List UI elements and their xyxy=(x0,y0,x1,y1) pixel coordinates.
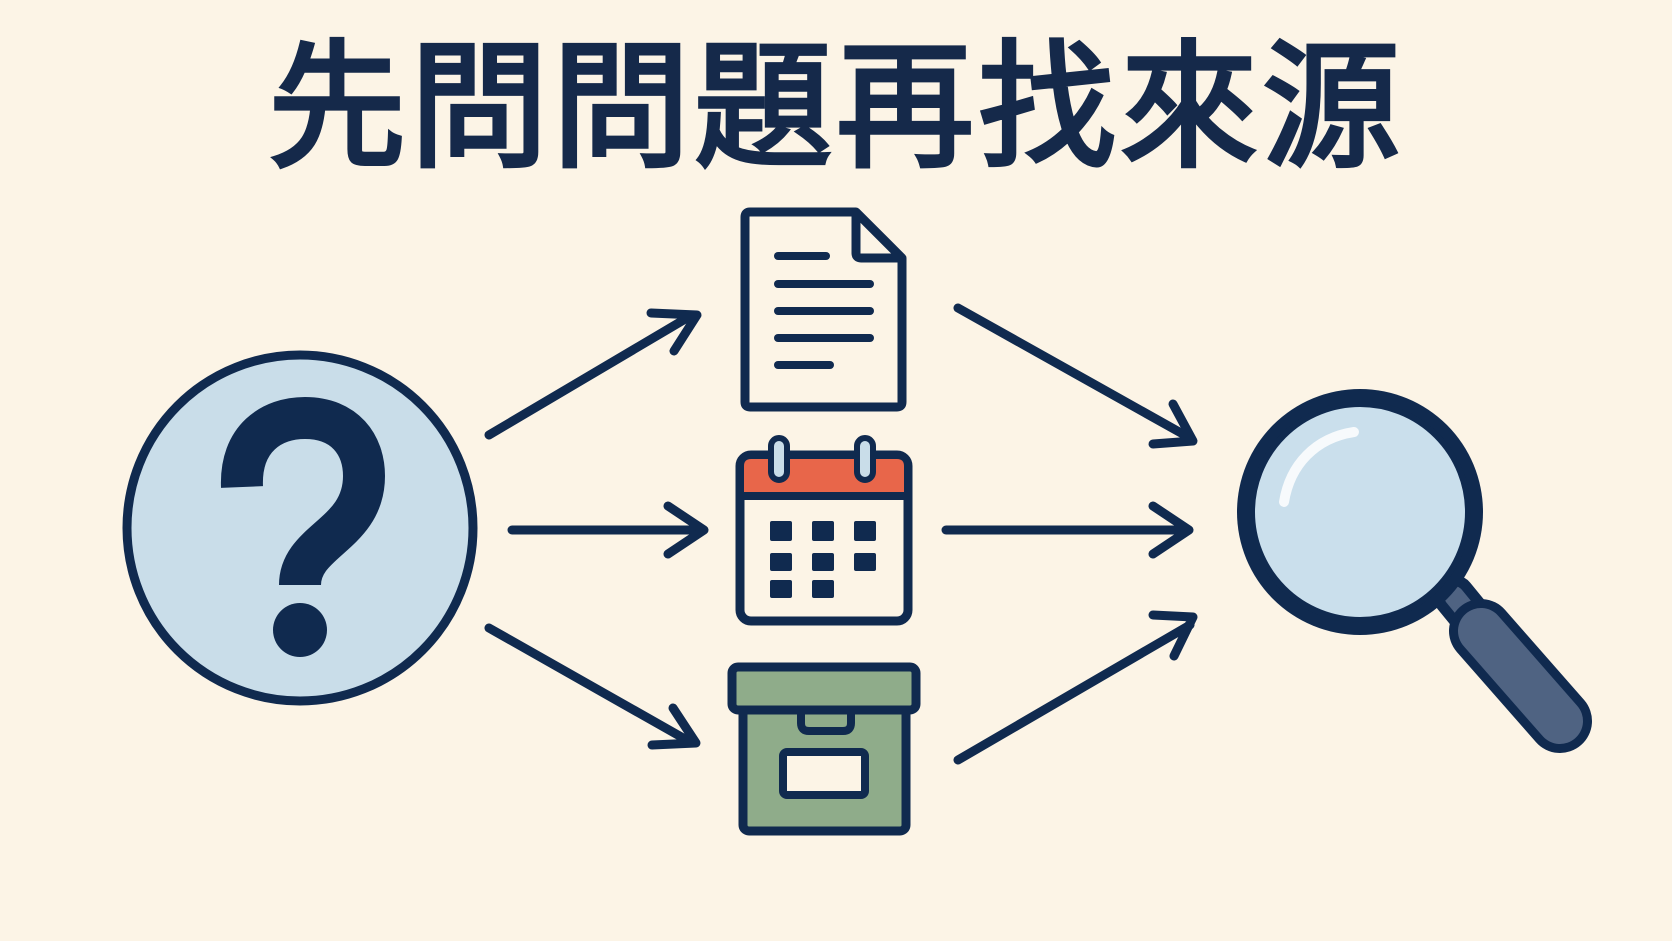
magnifying-glass-icon xyxy=(1237,389,1592,753)
question-mark-icon xyxy=(220,396,386,588)
page-title: 先問問題再找來源 xyxy=(267,27,1404,188)
document-icon xyxy=(740,207,907,412)
arrow-from-calendar xyxy=(941,501,1194,559)
question-mark-dot xyxy=(273,603,327,657)
arrow-from-document xyxy=(953,303,1198,449)
arrow-to-document xyxy=(484,308,702,440)
arrow-from-archive xyxy=(953,610,1198,765)
question-bubble xyxy=(122,350,478,706)
arrow-to-calendar xyxy=(507,501,709,559)
arrows-question-to-sources xyxy=(484,308,709,750)
archive-box-icon xyxy=(727,662,921,836)
calendar-icon xyxy=(735,435,913,626)
arrows-sources-to-magnifier xyxy=(941,303,1198,765)
arrow-to-archive xyxy=(484,623,701,750)
